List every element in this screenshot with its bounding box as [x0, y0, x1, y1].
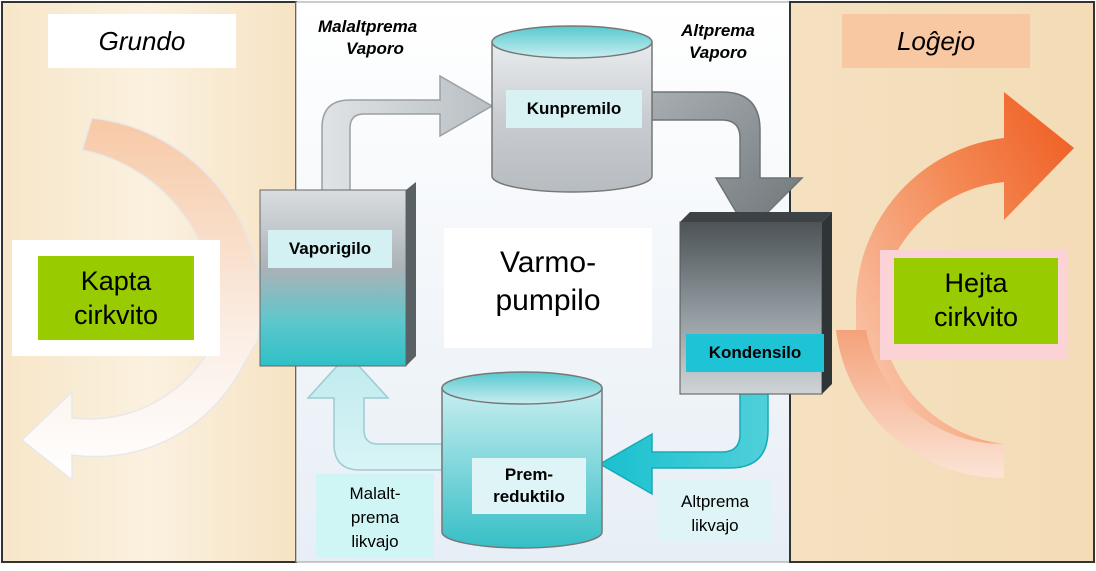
expansion-label-line1: Prem-	[504, 465, 554, 484]
expansion-label-line2: reduktilo	[493, 487, 565, 506]
ground-title: Grundo	[98, 26, 186, 56]
ground-title-box	[48, 14, 236, 68]
heat-circuit-arrow-lower	[836, 330, 1004, 479]
compressor-cylinder	[491, 25, 653, 193]
center-title: Varmo- pumpilo	[444, 244, 652, 320]
compressor-label-box	[506, 90, 642, 128]
heat-circuit-label: Hejta cirkvito	[894, 266, 1058, 334]
high-pressure-liquid-line2: likvajo	[691, 516, 739, 535]
expansion-label: Prem- reduktilo	[472, 464, 586, 508]
low-pressure-liquid-line1: Malalt-	[349, 484, 401, 503]
low-pressure-liquid-arrow	[306, 352, 443, 471]
house-title: Loĝejo	[896, 26, 976, 56]
low-pressure-vapor-line1: Malaltprema	[318, 17, 418, 36]
low-pressure-vapor-label: Malaltprema Vaporo	[318, 16, 468, 60]
low-pressure-liquid-box	[316, 474, 434, 558]
evaporator-box	[259, 182, 416, 367]
heat-circuit-box	[894, 258, 1058, 344]
heat-circuit-arrow	[856, 92, 1074, 478]
evaporator-label: Vaporigilo	[288, 239, 372, 258]
collect-circuit-line2: cirkvito	[73, 300, 158, 330]
high-pressure-vapor-label: Altprema Vaporo	[666, 20, 770, 64]
high-pressure-vapor-line2: Vaporo	[689, 43, 747, 62]
center-title-line1: Varmo-	[499, 246, 597, 279]
center-title-box	[444, 228, 652, 348]
condenser-label: Kondensilo	[708, 343, 802, 362]
expansion-label-box	[472, 458, 586, 514]
collect-circuit-line1: Kapta	[80, 266, 152, 296]
low-pressure-vapor-arrow	[321, 74, 494, 193]
high-pressure-vapor-line1: Altprema	[681, 21, 755, 40]
low-pressure-liquid-label: Malalt- prema likvajo	[316, 482, 434, 554]
high-pressure-liquid-label: Altprema likvajo	[658, 490, 772, 538]
high-pressure-liquid-box	[658, 480, 772, 542]
evaporator-label-box	[268, 230, 392, 268]
heat-circuit-line2: cirkvito	[933, 302, 1018, 332]
low-pressure-liquid-line3: likvajo	[351, 532, 399, 551]
low-pressure-vapor-line2: Vaporo	[346, 39, 404, 58]
collect-circuit-box	[38, 256, 194, 340]
high-pressure-liquid-line1: Altprema	[680, 492, 750, 511]
collect-circuit-label: Kapta cirkvito	[38, 264, 194, 332]
center-title-line2: pumpilo	[495, 284, 601, 317]
low-pressure-liquid-line2: prema	[350, 508, 400, 527]
house-title-box	[842, 14, 1030, 68]
heat-circuit-line1: Hejta	[944, 268, 1008, 298]
condenser-label-box	[686, 334, 824, 372]
compressor-label: Kunpremilo	[526, 99, 622, 118]
high-pressure-liquid-arrow	[598, 391, 769, 496]
